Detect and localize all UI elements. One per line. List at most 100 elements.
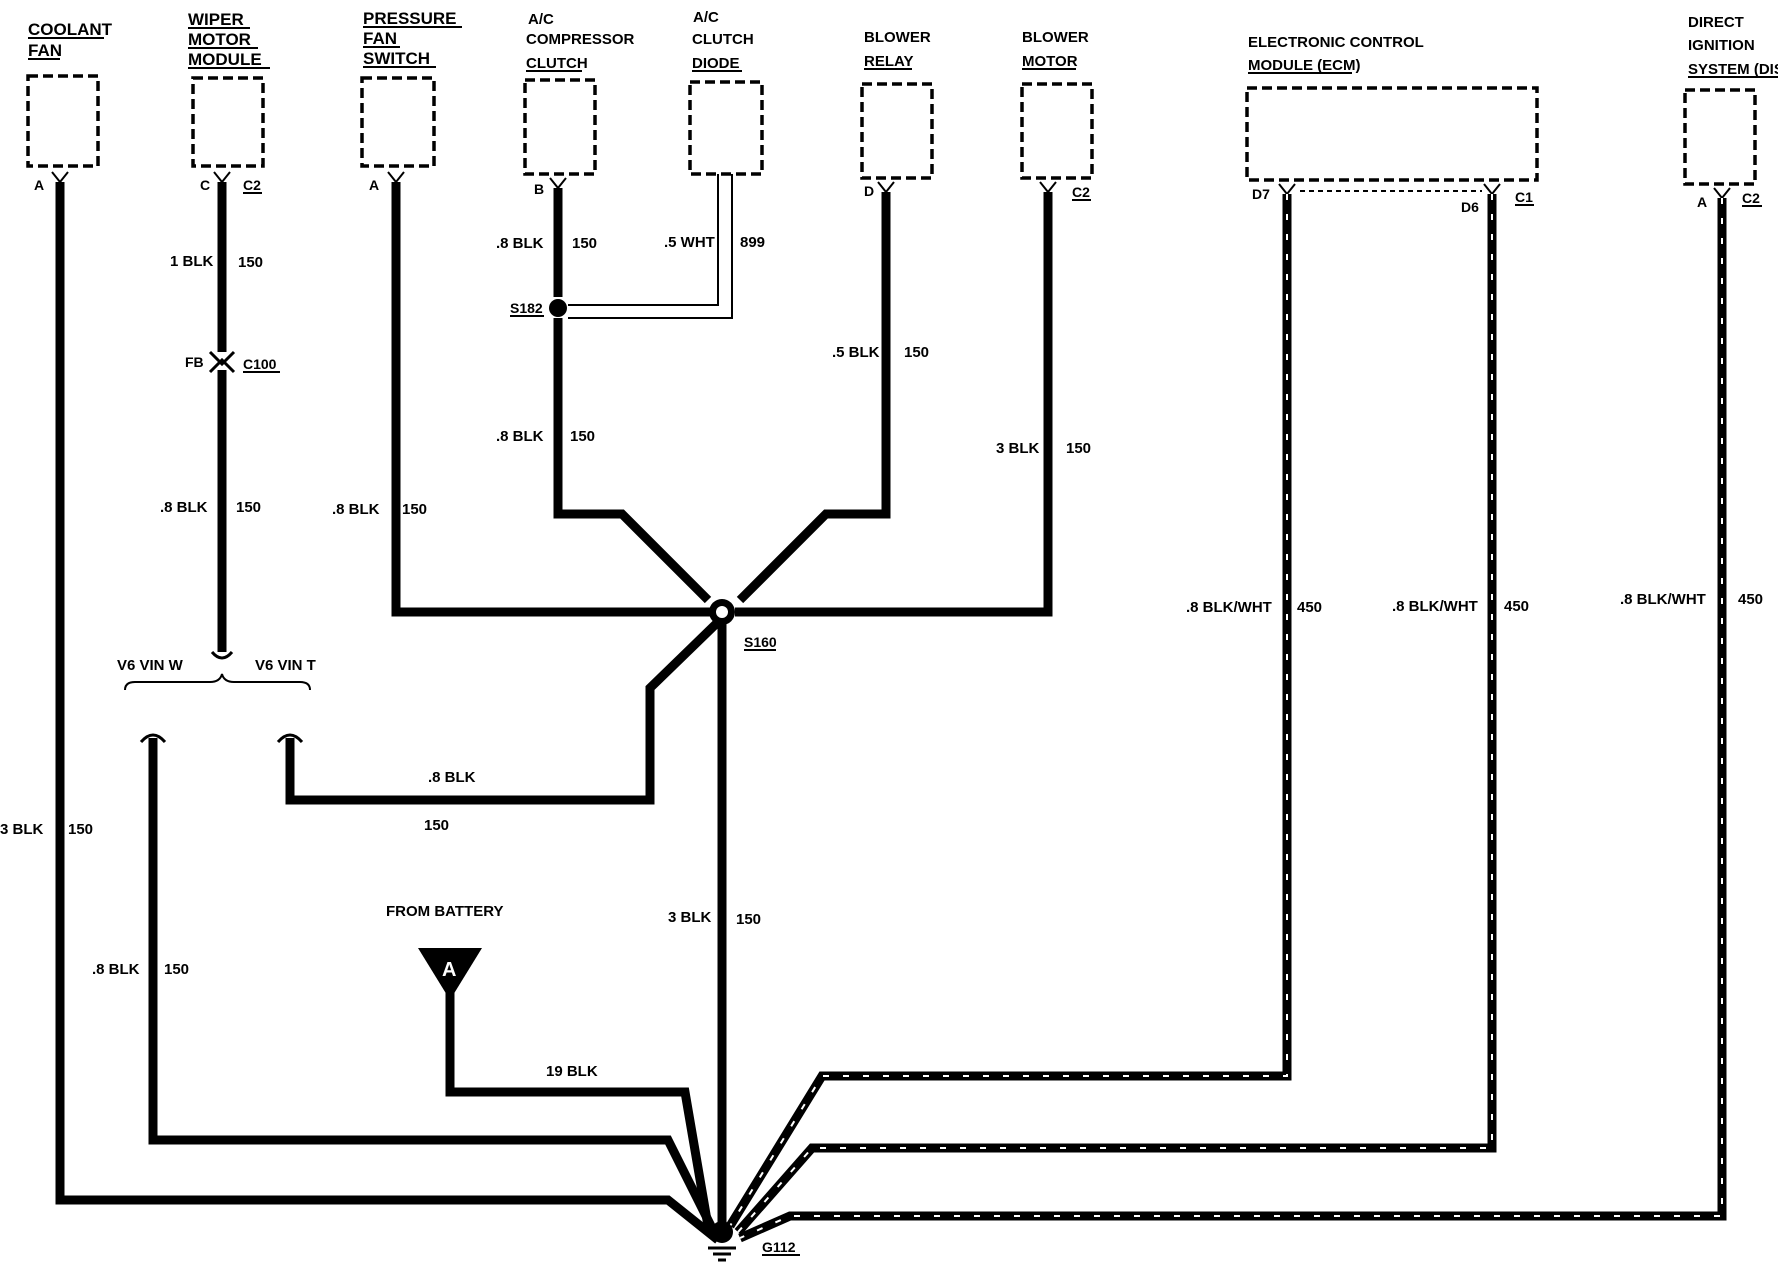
wiper-motor-module-title: WIPER MOTOR MODULE [188,10,262,69]
svg-text:3 BLK: 3 BLK [0,821,44,838]
blower-motor-box [1020,82,1094,180]
svg-text:899: 899 [740,234,765,251]
svg-text:D6: D6 [1461,199,1479,215]
svg-text:1 BLK: 1 BLK [170,253,214,270]
svg-text:450: 450 [1504,598,1529,615]
svg-text:ELECTRONIC CONTROL: ELECTRONIC CONTROL [1248,34,1424,51]
svg-text:S160: S160 [744,634,777,650]
svg-text:.8 BLK: .8 BLK [160,499,208,516]
from-battery: FROM BATTERY A [386,903,504,1000]
ecm-box [1245,86,1539,182]
svg-text:.8 BLK: .8 BLK [92,961,140,978]
svg-text:V6 VIN T: V6 VIN T [255,657,316,674]
coolant-fan-box [26,74,100,168]
svg-text:A: A [34,177,44,193]
wire-ecm-d6 [734,194,1497,1235]
pressure-fan-switch-box [360,76,436,168]
svg-text:150: 150 [164,961,189,978]
svg-text:3 BLK: 3 BLK [996,440,1040,457]
svg-text:MODULE (ECM): MODULE (ECM) [1248,57,1361,74]
svg-text:SWITCH: SWITCH [363,49,430,68]
svg-text:CLUTCH: CLUTCH [692,31,754,48]
svg-text:FB: FB [185,354,204,370]
wire-labels: 3 BLK 150 1 BLK 150 .8 BLK 150 .8 BLK 15… [0,234,1763,1080]
svg-text:150: 150 [238,254,263,271]
ac-compressor-clutch-box [523,78,597,176]
svg-text:150: 150 [68,821,93,838]
wire-compressor-lower [553,318,712,604]
svg-text:CLUTCH: CLUTCH [526,55,588,72]
svg-text:COOLANT: COOLANT [28,20,113,39]
svg-text:150: 150 [736,911,761,928]
svg-text:IGNITION: IGNITION [1688,37,1755,54]
svg-text:150: 150 [904,344,929,361]
svg-text:FAN: FAN [28,41,62,60]
svg-text:A/C: A/C [693,9,719,26]
blower-motor-title: BLOWER MOTOR [1022,29,1089,70]
svg-text:RELAY: RELAY [864,53,913,70]
svg-text:D: D [864,183,874,199]
svg-text:19 BLK: 19 BLK [546,1063,598,1080]
svg-text:.8 BLK: .8 BLK [332,501,380,518]
svg-text:SYSTEM (DIS): SYSTEM (DIS) [1688,61,1778,78]
wire-blower-motor [735,192,1053,617]
svg-text:.8 BLK/WHT: .8 BLK/WHT [1620,591,1706,608]
ac-clutch-diode-box [688,80,764,176]
svg-text:150: 150 [1066,440,1091,457]
svg-text:A: A [442,959,456,981]
battery-marker-triangle [418,948,482,1000]
title-underlines [28,26,1778,78]
svg-text:C2: C2 [243,177,261,193]
svg-text:3 BLK: 3 BLK [668,909,712,926]
splice-s182: S182 [510,299,567,317]
wire-diode [568,174,733,319]
wires-striped [726,194,1727,1243]
svg-text:G112: G112 [762,1239,796,1255]
conn-underlines [243,192,1762,207]
pin-labels: A C C2 A B D C2 D7 D6 C1 A C2 [34,177,1760,215]
wire-coolant-fan [55,182,721,1244]
svg-text:MODULE: MODULE [188,50,262,69]
wire-blower-relay [736,192,891,604]
svg-text:150: 150 [570,428,595,445]
svg-text:.8 BLK: .8 BLK [496,235,544,252]
svg-text:WIPER: WIPER [188,10,244,29]
wiper-motor-module-box [191,76,265,168]
svg-text:FROM BATTERY: FROM BATTERY [386,903,504,920]
svg-text:COMPRESSOR: COMPRESSOR [526,31,635,48]
wire-battery [445,990,713,1227]
wire-ecm-d7 [726,194,1292,1229]
svg-text:150: 150 [572,235,597,252]
pressure-fan-switch-title: PRESSURE FAN SWITCH [363,9,457,68]
svg-text:C2: C2 [1072,184,1090,200]
connector-c100: FB C100 [185,350,280,374]
ecm-title: ELECTRONIC CONTROL MODULE (ECM) [1248,34,1424,74]
svg-text:A: A [369,177,379,193]
splice-s160: S160 [709,599,777,651]
svg-text:S182: S182 [510,300,543,316]
svg-text:DIODE: DIODE [692,55,740,72]
svg-text:450: 450 [1738,591,1763,608]
svg-text:MOTOR: MOTOR [188,30,251,49]
wire-pressure-switch [391,182,723,617]
svg-text:450: 450 [1297,599,1322,616]
svg-text:.5 BLK: .5 BLK [832,344,880,361]
wire-v6-vin-t [285,618,722,805]
svg-text:.5 WHT: .5 WHT [664,234,715,251]
blower-relay-title: BLOWER RELAY [864,29,931,70]
svg-text:MOTOR: MOTOR [1022,53,1078,70]
svg-text:FAN: FAN [363,29,397,48]
vin-option-bracket: V6 VIN W V6 VIN T [117,650,316,744]
coolant-fan-title: COOLANT FAN [28,20,113,60]
connector-symbols [51,171,1731,200]
svg-text:D7: D7 [1252,186,1270,202]
svg-text:A: A [1697,194,1707,210]
svg-text:.8 BLK/WHT: .8 BLK/WHT [1186,599,1272,616]
svg-text:150: 150 [424,817,449,834]
svg-text:BLOWER: BLOWER [864,29,931,46]
blower-relay-box [860,82,934,180]
svg-text:C: C [200,177,210,193]
svg-text:.8 BLK/WHT: .8 BLK/WHT [1392,598,1478,615]
ground-g112: G112 [708,1221,800,1262]
